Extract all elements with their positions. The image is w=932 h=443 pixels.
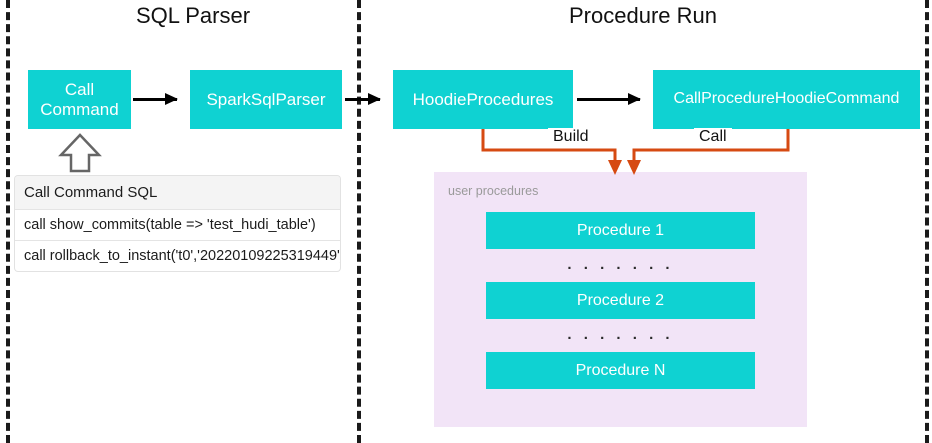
node-call-command[interactable]: Call Command: [28, 70, 131, 129]
arrow-spark-sql-parser-to-hoodie-procedures: [345, 93, 381, 105]
lane-title-sql-parser: SQL Parser: [135, 3, 251, 28]
node-hoodie-procedures[interactable]: HoodieProcedures: [393, 70, 573, 129]
node-call-procedure-hoodie-command[interactable]: CallProcedureHoodieCommand: [653, 70, 920, 129]
call-command-sql-table: Call Command SQL call show_commits(table…: [15, 176, 340, 271]
ellipsis-separator: . . . . . . .: [567, 255, 674, 273]
lane-title-procedure-run: Procedure Run: [569, 3, 717, 28]
edge-label-call: Call: [694, 128, 732, 146]
arrow-call-command-to-spark-sql-parser: [133, 93, 178, 105]
sql-table-row: call rollback_to_instant('t0','202201092…: [24, 248, 340, 264]
user-procedures-panel: user procedures Procedure 1 . . . . . . …: [434, 172, 807, 427]
arrow-hoodie-procedures-to-call-procedure-command: [577, 93, 641, 105]
sql-table-row: call show_commits(table => 'test_hudi_ta…: [15, 210, 340, 241]
node-spark-sql-parser[interactable]: SparkSqlParser: [190, 70, 342, 129]
node-procedure-n[interactable]: Procedure N: [486, 352, 755, 389]
ellipsis-separator: . . . . . . .: [567, 325, 674, 343]
edge-label-build: Build: [548, 128, 594, 146]
sql-table-header: Call Command SQL: [15, 176, 340, 210]
node-procedure-1[interactable]: Procedure 1: [486, 212, 755, 249]
lane-divider-right: [925, 0, 929, 443]
user-procedures-caption: user procedures: [448, 184, 539, 198]
lane-divider-left: [6, 0, 10, 443]
hollow-up-arrow-icon: [58, 133, 102, 173]
node-call-command-line1: Call: [64, 79, 95, 99]
node-procedure-2[interactable]: Procedure 2: [486, 282, 755, 319]
lane-divider-middle: [357, 0, 361, 443]
node-call-command-line2: Command: [40, 99, 119, 119]
